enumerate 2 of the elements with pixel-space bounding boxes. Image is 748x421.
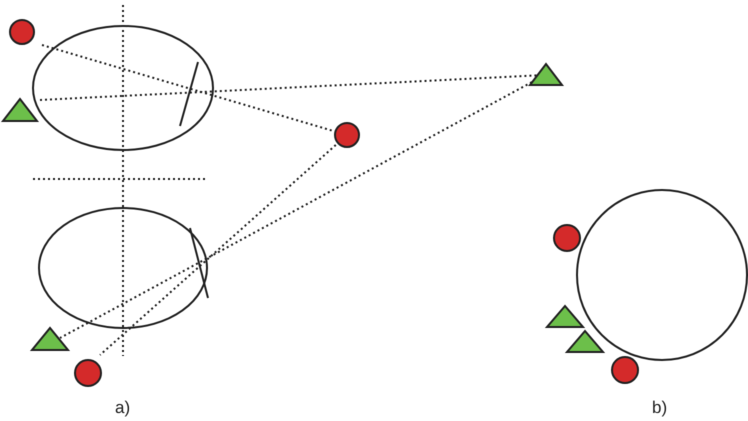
panel-label: a) [115,398,130,418]
panel-label: b) [652,398,668,418]
